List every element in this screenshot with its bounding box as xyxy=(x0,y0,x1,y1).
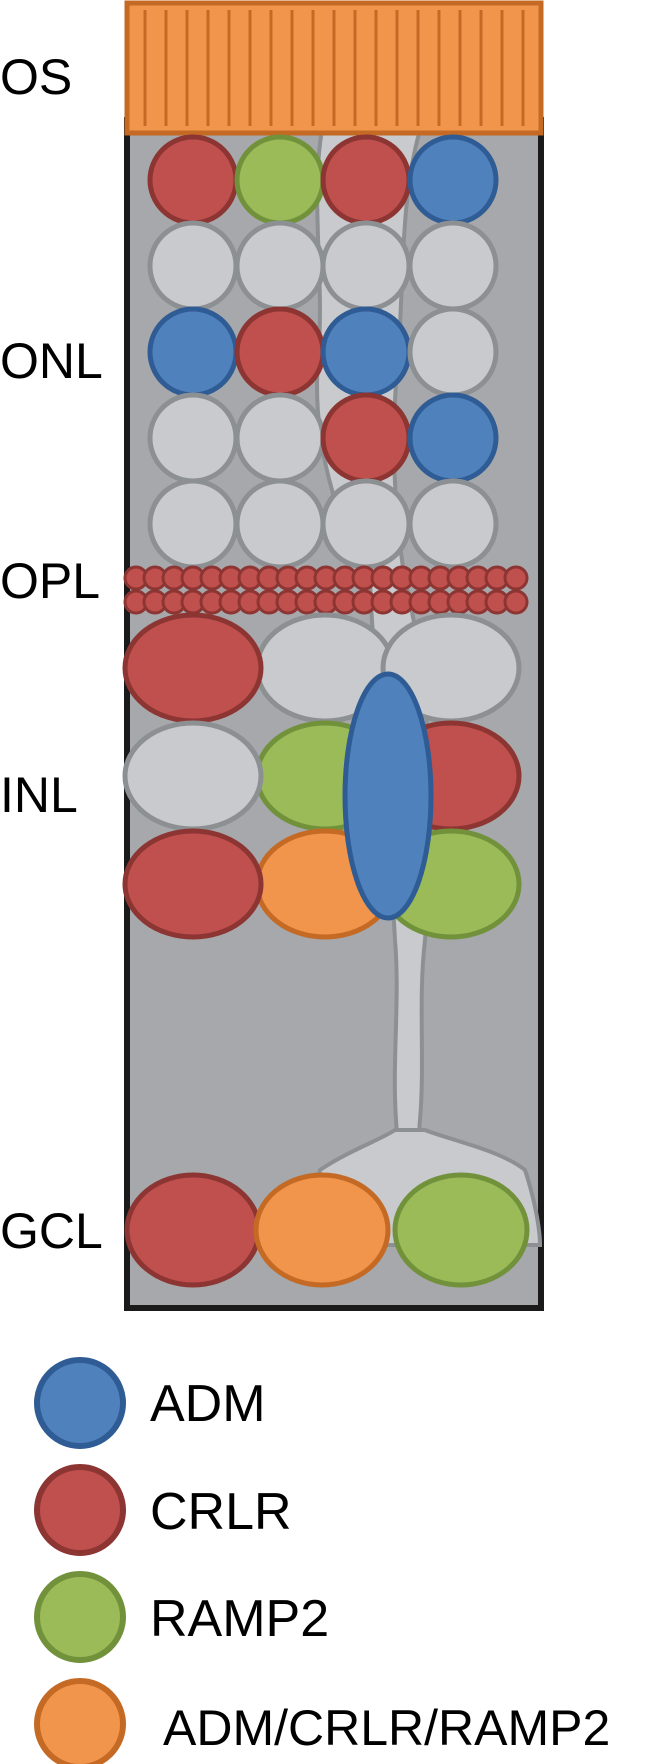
legend-label-adm: ADM xyxy=(150,1375,266,1433)
muller-cell-body-adm xyxy=(342,671,434,921)
onl-cell-adm xyxy=(320,306,412,398)
onl-cell-adm xyxy=(407,392,499,484)
onl-cell-unlabeled xyxy=(407,478,499,570)
gcl-cell-crlr xyxy=(124,1172,262,1288)
onl-cell-unlabeled xyxy=(407,220,499,312)
opl-bead xyxy=(503,565,529,591)
onl-cell-unlabeled xyxy=(234,220,326,312)
onl-cell-crlr xyxy=(147,134,239,226)
inl-cells xyxy=(122,612,522,940)
layer-label-onl: ONL xyxy=(0,333,103,389)
legend-marker-adm-crlr-ramp2 xyxy=(34,1678,126,1764)
onl-cell-crlr xyxy=(320,392,412,484)
legend-markers xyxy=(34,1357,126,1764)
legend-marker-crlr xyxy=(34,1464,126,1556)
onl-cell-crlr xyxy=(234,306,326,398)
legend-marker-adm xyxy=(34,1357,126,1449)
legend-label-crlr: CRLR xyxy=(150,1483,292,1541)
opl-bead xyxy=(503,589,529,615)
opl-synaptic-beads xyxy=(123,565,529,615)
onl-cell-unlabeled xyxy=(234,392,326,484)
onl-cell-unlabeled xyxy=(320,478,412,570)
onl-cell-unlabeled xyxy=(320,220,412,312)
gcl-cells xyxy=(124,1172,530,1288)
outer-segment-stripes xyxy=(143,10,525,126)
onl-cell-unlabeled xyxy=(147,220,239,312)
legend-marker-ramp2 xyxy=(34,1571,126,1663)
inl-cell-crlr xyxy=(122,828,264,940)
layer-label-inl: INL xyxy=(0,767,78,823)
layer-label-opl: OPL xyxy=(0,553,101,609)
legend-label-ramp2: RAMP2 xyxy=(150,1590,330,1648)
inl-cell-unlabeled xyxy=(122,720,264,832)
onl-cells xyxy=(147,134,499,570)
onl-cell-adm xyxy=(147,306,239,398)
inl-cell-crlr xyxy=(122,612,264,724)
legend-label-adm-crlr-ramp2: ADM/CRLR/RAMP2 xyxy=(163,1700,611,1756)
onl-cell-ramp2 xyxy=(234,134,326,226)
onl-cell-adm xyxy=(407,134,499,226)
gcl-cell-adm-crlr-ramp2 xyxy=(253,1172,391,1288)
onl-cell-unlabeled xyxy=(147,392,239,484)
onl-cell-crlr xyxy=(320,134,412,226)
gcl-cell-ramp2 xyxy=(392,1172,530,1288)
onl-cell-unlabeled xyxy=(234,478,326,570)
onl-cell-unlabeled xyxy=(407,306,499,398)
layer-label-os: OS xyxy=(0,49,73,105)
layer-label-gcl: GCL xyxy=(0,1203,103,1259)
onl-cell-unlabeled xyxy=(147,478,239,570)
